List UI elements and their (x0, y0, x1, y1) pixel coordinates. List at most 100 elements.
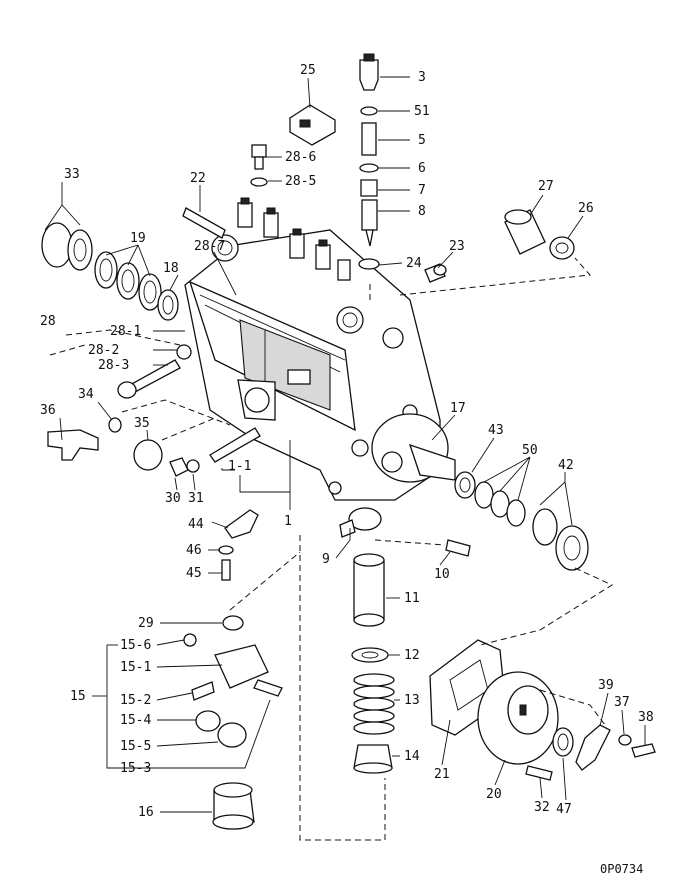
callout-5: 5 (418, 133, 426, 148)
part-13-spring (353, 673, 395, 735)
callout-45: 45 (186, 566, 202, 581)
part-44-plate (224, 509, 259, 539)
callout-20: 20 (486, 787, 502, 802)
callout-28-3: 28-3 (98, 358, 129, 373)
drawing-code: 0P0734 (600, 862, 643, 876)
callout-29: 29 (138, 616, 154, 631)
callout-33: 33 (64, 167, 80, 182)
part-14-seat (353, 744, 393, 774)
callout-15-3: 15-3 (120, 761, 151, 776)
part-29-ring (222, 615, 244, 631)
callout-19: 19 (130, 231, 146, 246)
part-32-bolt (525, 765, 553, 781)
part-19-shims (94, 251, 162, 311)
callout-15-2: 15-2 (120, 693, 151, 708)
delivery-valve-stack (358, 53, 380, 270)
callout-9: 9 (322, 552, 330, 567)
part-35-oring (133, 439, 163, 471)
callout-7: 7 (418, 183, 426, 198)
part-22-strip (182, 207, 226, 239)
callout-10: 10 (434, 567, 450, 582)
part-28-2-3 (117, 344, 192, 399)
callout-50: 50 (522, 443, 538, 458)
callout-31: 31 (188, 491, 204, 506)
callout-15-5: 15-5 (120, 739, 151, 754)
callout-43: 43 (488, 423, 504, 438)
part-37-washer (618, 734, 632, 746)
part-11-sleeve (353, 553, 385, 627)
part-16-plug (212, 782, 255, 830)
part-20-cover (477, 671, 559, 765)
callout-28-5: 28-5 (285, 174, 316, 189)
part-46-washer (218, 545, 234, 555)
callout-22: 22 (190, 171, 206, 186)
callout-15-4: 15-4 (120, 713, 151, 728)
callout-11: 11 (404, 591, 420, 606)
callout-1-1: 1-1 (228, 459, 251, 474)
callout-27: 27 (538, 179, 554, 194)
callout-16: 16 (138, 805, 154, 820)
part-39-lever (575, 724, 611, 771)
callout-15: 15 (70, 689, 86, 704)
part-47-seal (552, 727, 574, 757)
part-23-bolt (424, 263, 447, 283)
callout-51: 51 (414, 104, 430, 119)
part-28-6-bolt (250, 144, 268, 187)
callout-34: 34 (78, 387, 94, 402)
callout-47: 47 (556, 802, 572, 817)
part-25-clamp (289, 104, 336, 146)
callout-28-7: 28-7 (194, 239, 225, 254)
callout-23: 23 (449, 239, 465, 254)
callout-44: 44 (188, 517, 204, 532)
part-45-screw (221, 559, 231, 581)
callout-32: 32 (534, 800, 550, 815)
callout-38: 38 (638, 710, 654, 725)
callout-6: 6 (418, 161, 426, 176)
callout-1: 1 (284, 514, 292, 529)
callout-15-6: 15-6 (120, 638, 151, 653)
callout-26: 26 (578, 201, 594, 216)
leader-lines (44, 76, 646, 841)
callout-28-1: 28-1 (110, 324, 141, 339)
callout-labels: 25 3 51 5 6 7 8 28-6 28-5 22 33 27 26 19… (40, 63, 654, 820)
part-12-washer (351, 647, 389, 663)
part-36-elbow (47, 417, 122, 461)
callout-35: 35 (134, 416, 150, 431)
part-26-washer (549, 236, 575, 260)
part-38-bolt (631, 743, 656, 758)
part-1-1-stud (209, 427, 261, 463)
part-33-bearing (41, 222, 93, 271)
callout-13: 13 (404, 693, 420, 708)
callout-12: 12 (404, 648, 420, 663)
callout-36: 36 (40, 403, 56, 418)
callout-28: 28 (40, 314, 56, 329)
callout-25: 25 (300, 63, 316, 78)
part-17-shaft (371, 413, 456, 483)
callout-42: 42 (558, 458, 574, 473)
part-42-gear (532, 508, 589, 571)
part-43-washer (454, 471, 476, 499)
part-10-screw (445, 539, 471, 557)
callout-46: 46 (186, 543, 202, 558)
callout-37: 37 (614, 695, 630, 710)
callout-28-2: 28-2 (88, 343, 119, 358)
callout-28-6: 28-6 (285, 150, 316, 165)
callout-18: 18 (163, 261, 179, 276)
callout-8: 8 (418, 204, 426, 219)
part-50-shims (474, 481, 526, 527)
callout-24: 24 (406, 256, 422, 271)
callout-39: 39 (598, 678, 614, 693)
part-30-31 (169, 457, 200, 477)
part-15-assembly (183, 633, 283, 748)
part-9-lever (339, 507, 382, 538)
callout-21: 21 (434, 767, 450, 782)
callout-14: 14 (404, 749, 420, 764)
callout-17: 17 (450, 401, 466, 416)
part-27-cap (504, 209, 546, 255)
callout-3: 3 (418, 70, 426, 85)
callout-15-1: 15-1 (120, 660, 151, 675)
callout-30: 30 (165, 491, 181, 506)
part-18-ring (157, 289, 179, 321)
